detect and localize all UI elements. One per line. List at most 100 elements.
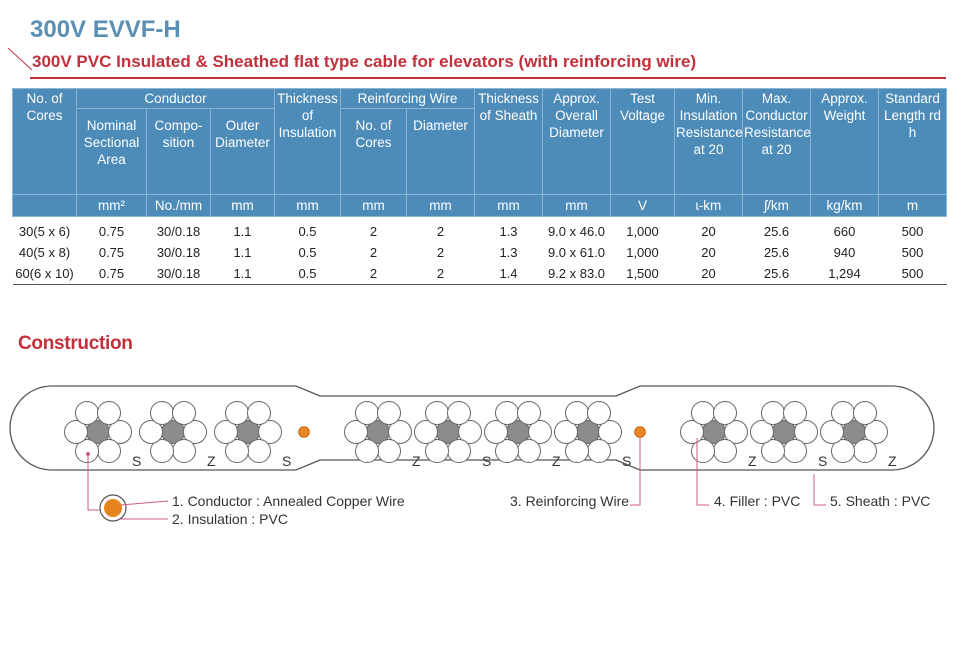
insulated-core xyxy=(414,420,438,444)
insulated-core xyxy=(377,439,401,464)
insulated-core xyxy=(377,400,401,425)
table-cell: 2 xyxy=(369,245,378,260)
lay-direction-label: S xyxy=(482,453,491,469)
insulated-core xyxy=(225,400,249,425)
insulated-core xyxy=(853,400,877,425)
insulated-core xyxy=(495,439,519,464)
table-cell: 500 xyxy=(901,224,924,239)
table-cell: 60(6 x 10) xyxy=(12,263,77,285)
table-cell: 40(5 x 8) xyxy=(18,245,71,260)
lay-direction-label: Z xyxy=(207,453,216,469)
unit-cell: ʃ/km xyxy=(742,194,811,217)
label-conductor: 1. Conductor : Annealed Copper Wire xyxy=(172,493,405,509)
insulated-core xyxy=(425,400,449,425)
table-cell: 500 xyxy=(878,263,947,285)
insulated-core xyxy=(495,400,519,425)
insulated-core xyxy=(97,439,121,464)
table-cell: 25.6 xyxy=(742,263,811,285)
unit-cell: ɩ-km xyxy=(674,194,743,217)
unit-cell: mm xyxy=(274,194,341,217)
construction-heading: Construction xyxy=(18,333,133,354)
insulated-core xyxy=(139,420,163,444)
insulated-core xyxy=(225,439,249,464)
label-insulation: 2. Insulation : PVC xyxy=(172,511,288,527)
insulated-core xyxy=(97,400,121,425)
insulated-core xyxy=(713,439,737,464)
table-cell: 2 xyxy=(406,263,475,285)
table-cell: 0.75 xyxy=(98,245,125,260)
insulated-core xyxy=(150,400,174,425)
unit-cell xyxy=(12,194,77,217)
table-cell: 2 xyxy=(369,224,378,239)
col-thickness-sheath-header: Thickness of Sheath xyxy=(474,88,543,195)
col-thickness-insulation-header: Thickness of Insulation xyxy=(274,88,341,195)
insulated-core xyxy=(172,439,196,464)
insulated-core xyxy=(458,420,482,444)
insulated-core xyxy=(75,400,99,425)
insulated-core xyxy=(750,420,774,444)
col-nominal-area-header: Nominal Sectional Area xyxy=(76,108,147,195)
title-accent-line xyxy=(7,46,34,72)
lay-direction-label: Z xyxy=(748,453,757,469)
label-reinforcing-wire: 3. Reinforcing Wire xyxy=(510,493,629,509)
insulated-core xyxy=(447,400,471,425)
table-cell: 500 xyxy=(901,245,924,260)
insulated-core xyxy=(554,420,578,444)
insulated-core xyxy=(64,420,88,444)
table-cell: 1,294 xyxy=(810,263,879,285)
insulated-core xyxy=(75,439,99,464)
table-cell: 1,500 xyxy=(610,263,675,285)
conductor-group: S xyxy=(214,400,291,469)
unit-cell: V xyxy=(610,194,675,217)
page-subtitle: 300V PVC Insulated & Sheathed flat type … xyxy=(32,52,697,71)
insulated-core xyxy=(214,420,238,444)
page-title: 300V EVVF-H xyxy=(30,16,181,43)
insulated-core xyxy=(853,439,877,464)
legend-conductor-sample xyxy=(99,494,127,522)
insulated-core xyxy=(247,400,271,425)
table-cell: 2 xyxy=(436,224,445,239)
conductor-group: Z xyxy=(139,400,216,469)
unit-cell: mm xyxy=(542,194,611,217)
insulated-core xyxy=(517,439,541,464)
conductor-group: S xyxy=(554,400,631,469)
table-cell: 30/0.18 xyxy=(146,263,211,285)
insulated-core xyxy=(713,400,737,425)
insulated-core xyxy=(831,400,855,425)
label-sheath: 5. Sheath : PVC xyxy=(830,493,930,509)
lay-direction-label: S xyxy=(622,453,631,469)
insulated-core xyxy=(484,420,508,444)
table-cell: 9.2 x 83.0 xyxy=(542,263,611,285)
col-reinforcing-header: Reinforcing Wire xyxy=(340,88,475,109)
table-cell: 660 xyxy=(833,224,856,239)
table-cell: 1.1 xyxy=(233,245,252,260)
table-cell: 2 xyxy=(436,245,445,260)
insulated-core xyxy=(150,439,174,464)
table-cell: 1.3 xyxy=(499,245,518,260)
unit-cell: mm xyxy=(474,194,543,217)
insulated-core xyxy=(864,420,888,444)
title-divider xyxy=(30,77,946,79)
spec-table: No. of Cores Conductor Thickness of Insu… xyxy=(12,88,947,285)
col-composition-header: Compo- sition xyxy=(146,108,211,195)
table-cell: 940 xyxy=(833,245,856,260)
insulated-core xyxy=(355,400,379,425)
table-cell: 9.0 x 61.0 xyxy=(547,245,606,260)
unit-cell: kg/km xyxy=(810,194,879,217)
insulated-core xyxy=(794,420,818,444)
table-cell: 0.5 xyxy=(274,263,341,285)
col-outer-diameter-header: Outer Diameter xyxy=(210,108,275,195)
col-weight-header: Approx. Weight xyxy=(810,88,879,195)
table-cell: 1,000 xyxy=(626,245,659,260)
lay-direction-label: Z xyxy=(888,453,897,469)
col-conductor-header: Conductor xyxy=(76,88,275,109)
conductor-group: S xyxy=(64,400,141,469)
table-cell: 1.3 xyxy=(499,224,518,239)
insulated-core xyxy=(247,439,271,464)
insulated-core xyxy=(820,420,844,444)
lay-direction-label: S xyxy=(818,453,827,469)
insulated-core xyxy=(447,439,471,464)
